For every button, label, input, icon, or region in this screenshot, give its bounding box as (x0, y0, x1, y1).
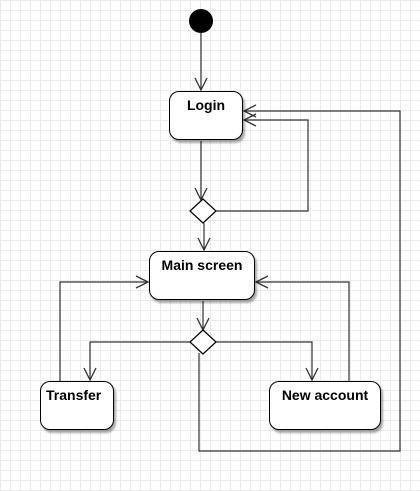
edge-decision2-newaccount (216, 341, 312, 380)
state-transfer: Transfer (40, 381, 114, 430)
state-new-account: New account (269, 381, 381, 430)
edge-transfer-main (59, 282, 148, 381)
initial-node (189, 9, 213, 33)
decision-node-1 (189, 198, 217, 224)
edge-decision2-login (198, 111, 401, 452)
decision-node-2 (189, 329, 217, 355)
edge-decision2-transfer (90, 341, 190, 380)
edge-newaccount-main (256, 282, 350, 381)
state-login: Login (169, 91, 243, 140)
state-main-screen-label: Main screen (161, 257, 243, 273)
state-new-account-label: New account (281, 387, 369, 403)
state-transfer-label: Transfer (46, 387, 102, 403)
state-main-screen: Main screen (149, 251, 255, 300)
state-login-label: Login (186, 97, 226, 113)
edge-decision1-login (216, 120, 309, 212)
